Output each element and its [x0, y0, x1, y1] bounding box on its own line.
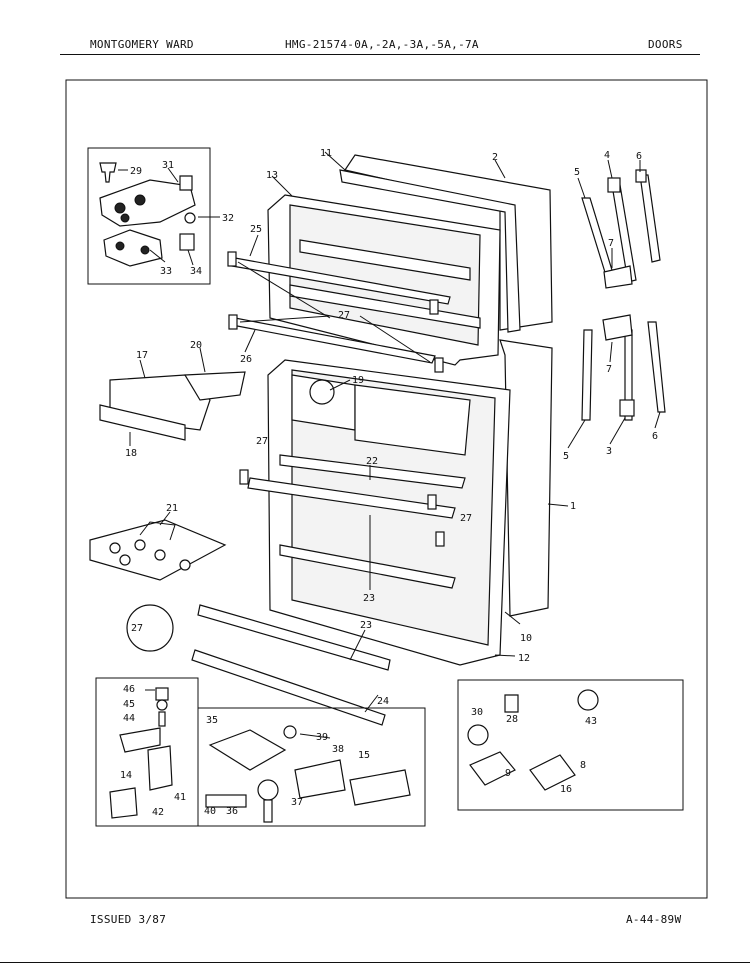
inset-hinge-bottom-left [95, 677, 199, 827]
footer-issued: ISSUED 3/87 [90, 913, 167, 926]
callout-7-b: 7 [606, 364, 612, 375]
callout-18: 18 [125, 448, 137, 459]
callout-33: 33 [160, 266, 172, 277]
callout-31: 31 [162, 160, 174, 171]
callout-26: 26 [240, 354, 252, 365]
callout-46: 46 [123, 684, 135, 695]
callout-36: 36 [226, 806, 238, 817]
left-parts [89, 371, 246, 581]
callout-35: 35 [206, 715, 218, 726]
callout-15: 15 [358, 750, 370, 761]
callout-28: 28 [506, 714, 518, 725]
callout-12: 12 [518, 653, 530, 664]
callout-21: 21 [166, 503, 178, 514]
diagram-frame [65, 79, 708, 899]
header-model: HMG-21574-0A,-2A,-3A,-5A,-7A [285, 38, 479, 51]
callout-14: 14 [120, 770, 132, 781]
freezer-door [227, 154, 553, 373]
callout-19: 19 [352, 375, 364, 386]
callout-22: 22 [366, 456, 378, 467]
inset-bottom-right [457, 679, 684, 811]
callout-40: 40 [204, 806, 216, 817]
callout-5-b: 5 [563, 451, 569, 462]
callout-10: 10 [520, 633, 532, 644]
callout-43: 43 [585, 716, 597, 727]
fresh-food-door [239, 339, 553, 666]
callout-25: 25 [250, 224, 262, 235]
callout-24: 24 [377, 696, 389, 707]
callout-9: 9 [505, 768, 511, 779]
callout-32: 32 [222, 213, 234, 224]
callout-30: 30 [471, 707, 483, 718]
callout-27-c: 27 [460, 513, 472, 524]
callout-44: 44 [123, 713, 135, 724]
callout-3: 3 [606, 446, 612, 457]
callout-6-b: 6 [652, 431, 658, 442]
callout-23-a: 23 [363, 593, 375, 604]
callout-27-d: 27 [131, 623, 143, 634]
callout-6-a: 6 [636, 151, 642, 162]
callout-34: 34 [190, 266, 202, 277]
callout-1: 1 [570, 501, 576, 512]
callout-labels: 29 31 32 33 34 11 2 13 25 27 26 19 27 22… [120, 148, 658, 818]
hinge-hardware [581, 169, 666, 421]
callout-41: 41 [174, 792, 186, 803]
callout-23-b: 23 [360, 620, 372, 631]
header-rule [60, 54, 700, 55]
header-brand: MONTGOMERY WARD [90, 38, 194, 51]
door-gaskets [126, 604, 391, 726]
callout-11: 11 [320, 148, 332, 159]
callout-8: 8 [580, 760, 586, 771]
footer-code: A-44-89W [626, 913, 682, 926]
callout-4: 4 [604, 150, 610, 161]
callout-16: 16 [560, 784, 572, 795]
callout-39: 39 [316, 732, 328, 743]
inset-hinge-plate [87, 147, 211, 285]
inset-hinge-bottom-middle [198, 707, 426, 827]
footer-rule [0, 962, 750, 963]
callout-45: 45 [123, 699, 135, 710]
callout-20: 20 [190, 340, 202, 351]
callout-2: 2 [492, 152, 498, 163]
callout-38: 38 [332, 744, 344, 755]
callout-5-a: 5 [574, 167, 580, 178]
callout-17: 17 [136, 350, 148, 361]
callout-29: 29 [130, 166, 142, 177]
callout-37: 37 [291, 797, 303, 808]
leader-lines [118, 151, 661, 739]
callout-27-b: 27 [256, 436, 268, 447]
callout-13: 13 [266, 170, 278, 181]
header-section: DOORS [648, 38, 683, 51]
callout-42: 42 [152, 807, 164, 818]
callout-7-a: 7 [608, 238, 614, 249]
callout-27-a: 27 [338, 310, 350, 321]
